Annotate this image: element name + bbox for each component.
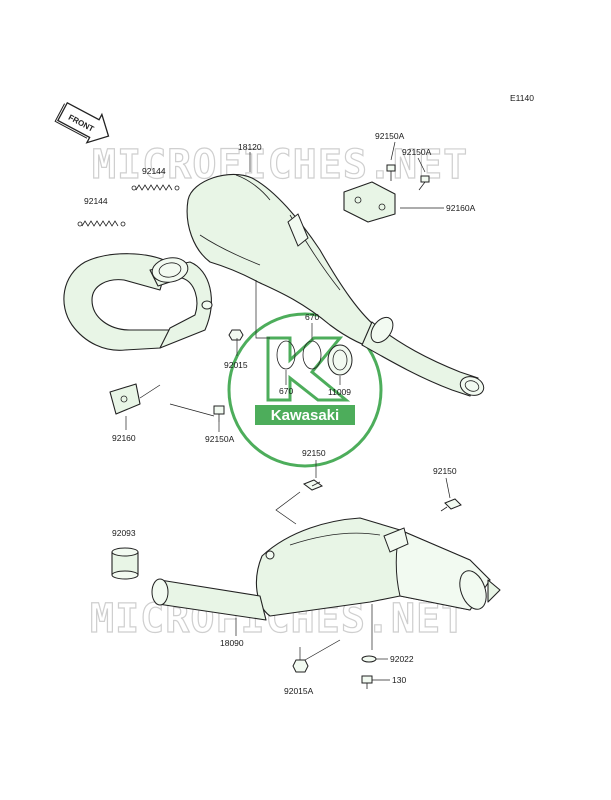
label-130: 130 [392,675,406,685]
label-18120: 18120 [238,142,262,152]
label-92144-b: 92144 [84,196,108,206]
label-92022: 92022 [390,654,414,664]
o-ring-670-b [302,340,322,370]
label-92150-1: 92150 [302,448,326,458]
gasket-11009 [327,344,353,376]
label-92160: 92160 [112,433,136,443]
coupler-92093 [111,547,139,580]
label-18090: 18090 [220,638,244,648]
label-92150-2: 92150 [433,466,457,476]
label-92144-a: 92144 [142,166,166,176]
label-92150a-3: 92150A [205,434,235,444]
o-ring-670-a [276,340,296,370]
bolt-92150a-1 [386,164,396,181]
label-92160a: 92160A [446,203,476,213]
logo-text: Kawasaki [271,407,339,424]
nut-92015a [292,659,309,673]
watermark-top: MICROFICHES.NET [92,142,468,188]
nut-92015 [228,329,244,341]
label-92093: 92093 [112,528,136,538]
bracket-92160 [109,383,141,415]
kawasaki-logo: Kawasaki [227,312,383,468]
silencer [151,517,501,621]
spring-upper [131,184,180,191]
bracket-92160a [343,181,396,223]
label-11009: 11009 [328,387,351,397]
label-92150a-1: 92150A [375,131,405,141]
leader-lines [125,141,451,681]
spring-lower [77,220,126,227]
front-arrow-icon: FRONT [54,101,110,144]
washer-92022 [361,655,377,663]
label-670-b: 670 [279,386,293,396]
bolt-92150a-2 [418,175,430,191]
bolt-92150-2 [440,498,462,512]
label-92150a-2: 92150A [402,147,432,157]
expansion-chamber [63,173,485,397]
label-92015: 92015 [224,360,248,370]
bolt-130 [361,675,373,689]
label-92015a: 92015A [284,686,314,696]
bolt-92150a-3 [213,405,225,422]
bolt-92150-1 [302,479,324,491]
label-670-a: 670 [305,312,319,322]
diagram-code: E1140 [510,93,534,103]
